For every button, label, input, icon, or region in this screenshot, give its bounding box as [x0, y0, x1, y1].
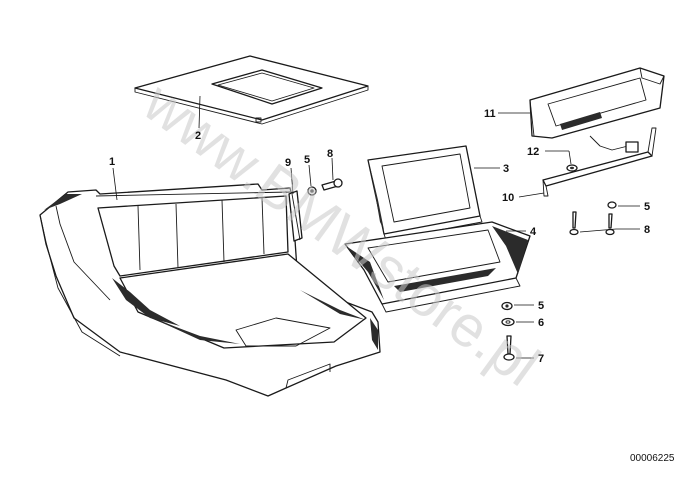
part-nut-5-lower: [501, 301, 513, 311]
image-code: 00006225: [630, 453, 675, 464]
part-bracket-10: [542, 127, 657, 197]
callout-5-upper: 5: [304, 154, 310, 166]
callout-1: 1: [109, 156, 115, 168]
part-screw-7: [503, 335, 515, 361]
part-clip-12: [566, 164, 578, 172]
callout-11: 11: [484, 108, 496, 120]
callout-4: 4: [530, 226, 537, 238]
callout-12: 12: [527, 146, 539, 158]
callout-8-upper: 8: [327, 148, 333, 160]
part-screw-8-right-b: [605, 213, 615, 236]
part-pin-9: [288, 190, 303, 242]
part-module-box: [529, 67, 665, 153]
part-center-console: [39, 183, 381, 397]
callout-2: 2: [195, 130, 201, 142]
callout-7: 7: [538, 353, 544, 365]
leader-lines: [112, 95, 640, 359]
part-screw-8-upper: [321, 178, 343, 191]
part-nut-5-upper: [307, 186, 317, 196]
part-cover-plate: [134, 55, 369, 125]
callout-5-right: 5: [644, 201, 650, 213]
part-washer-6: [501, 317, 515, 327]
part-screw-8-right-a: [569, 211, 579, 236]
callout-10: 10: [502, 192, 514, 204]
part-display-frame: [367, 145, 483, 241]
callout-6: 6: [538, 317, 544, 329]
callout-9: 9: [285, 157, 291, 169]
callout-3: 3: [503, 163, 509, 175]
callouts: 1 2 3 4 5 5 5 6 7 8 8 9 10 11 12: [109, 108, 650, 365]
part-nut-5-right: [607, 201, 617, 209]
callout-8-right: 8: [644, 224, 650, 236]
part-housing: [344, 221, 531, 313]
callout-5-lower: 5: [538, 300, 544, 312]
